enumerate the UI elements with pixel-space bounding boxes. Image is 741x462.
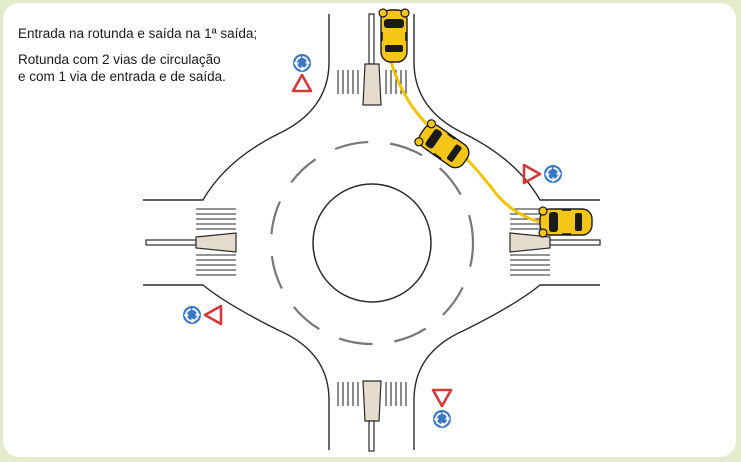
crosswalk-south	[337, 382, 407, 406]
caption-description-line2: e com 1 via de entrada e de saída.	[18, 69, 226, 84]
yield-sign-icon	[291, 73, 313, 93]
roundabout-sign-icon	[292, 53, 312, 73]
splitter-west	[145, 232, 237, 253]
diagram-frame: Entrada na rotunda e saída na 1ª saída; …	[3, 3, 736, 457]
road-outline	[143, 14, 600, 450]
roundabout-sign-icon	[543, 164, 563, 184]
splitter-south	[362, 380, 382, 452]
crosswalk-north	[337, 70, 407, 94]
crosswalk-west	[196, 208, 236, 276]
caption: Entrada na rotunda e saída na 1ª saída; …	[18, 25, 257, 85]
central-island	[312, 183, 432, 303]
vehicle-path	[389, 60, 542, 224]
car-icon	[538, 206, 593, 238]
roundabout-core	[269, 140, 475, 346]
yield-sign-icon	[431, 388, 453, 408]
roundabout-sign-icon	[432, 409, 452, 429]
splitter-east	[509, 232, 601, 253]
yield-sign-icon	[522, 163, 542, 185]
roundabout-sign-icon	[182, 305, 202, 325]
yield-sign-icon	[203, 304, 223, 326]
car-icon	[378, 8, 410, 63]
caption-description-line1: Rotunda com 2 vias de circulação	[18, 52, 221, 67]
caption-title: Entrada na rotunda e saída na 1ª saída;	[18, 26, 258, 41]
lane-divider	[269, 140, 475, 346]
car-icon	[412, 117, 475, 175]
splitter-north	[362, 13, 382, 106]
roundabout-diagram	[143, 8, 601, 452]
